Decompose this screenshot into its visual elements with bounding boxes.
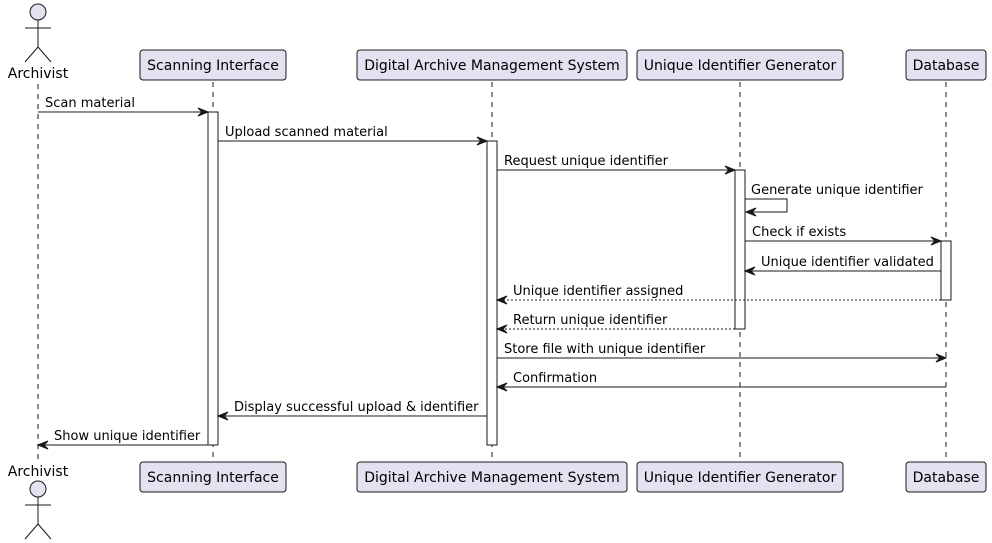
message-label: Display successful upload & identifier — [234, 400, 479, 415]
arrowhead-icon — [744, 207, 757, 217]
activation-bar-scanning — [207, 111, 219, 446]
message-arrow — [216, 411, 487, 421]
message-label: Confirmation — [513, 371, 597, 386]
actor-leg-icon — [24, 523, 39, 540]
participant-label-scanning: Scanning Interface — [147, 470, 279, 486]
participant-box-dams-top — [356, 49, 628, 81]
arrowhead-icon — [476, 136, 489, 146]
message-label: Request unique identifier — [504, 154, 669, 169]
arrowhead-icon — [724, 165, 737, 175]
actor-archivist-top — [24, 3, 52, 63]
participant-label-database: Database — [913, 470, 980, 486]
message-arrow — [495, 295, 941, 305]
message-label: Show unique identifier — [54, 429, 201, 444]
message-label: Check if exists — [752, 225, 846, 240]
message-arrow — [36, 440, 208, 450]
message-arrow — [745, 236, 943, 246]
participant-box-scanning-top — [139, 49, 287, 81]
arrowhead-icon — [36, 440, 49, 450]
activation-bar-uig — [734, 169, 746, 330]
activation-bar-database — [940, 240, 952, 301]
message-label: Unique identifier assigned — [513, 284, 683, 299]
message-arrow — [497, 353, 948, 363]
participant-label-archivist: Archivist — [8, 66, 69, 82]
message-arrow — [743, 266, 941, 276]
message-label: Return unique identifier — [513, 313, 668, 328]
arrowhead-icon — [495, 295, 508, 305]
arrowhead-icon — [935, 353, 948, 363]
message-label: Generate unique identifier — [751, 183, 924, 198]
actor-archivist-bottom — [24, 480, 52, 540]
arrowhead-icon — [216, 411, 229, 421]
participant-label-scanning: Scanning Interface — [147, 58, 279, 74]
actor-head-icon — [29, 3, 47, 21]
participant-box-dams-bottom — [356, 461, 628, 493]
arrowhead-icon — [495, 324, 508, 334]
participant-label-database: Database — [913, 58, 980, 74]
message-arrow — [497, 165, 737, 175]
participant-box-database-top — [905, 49, 987, 81]
arrowhead-icon — [930, 236, 943, 246]
arrowhead-icon — [197, 107, 210, 117]
message-arrow — [218, 136, 489, 146]
participant-label-archivist: Archivist — [8, 464, 69, 480]
message-arrow — [744, 198, 788, 217]
actor-leg-icon — [24, 46, 39, 63]
participant-label-uig: Unique Identifier Generator — [644, 58, 837, 74]
message-label: Unique identifier validated — [761, 255, 934, 270]
message-label: Store file with unique identifier — [504, 342, 706, 357]
participant-box-uig-bottom — [636, 461, 844, 493]
message-arrow — [495, 382, 946, 392]
participant-box-uig-top — [636, 49, 844, 81]
message-label: Scan material — [45, 96, 135, 111]
participant-label-uig: Unique Identifier Generator — [644, 470, 837, 486]
activation-bar-dams — [486, 140, 498, 446]
participant-label-dams: Digital Archive Management System — [364, 58, 620, 74]
message-arrow — [38, 107, 210, 117]
participant-label-dams: Digital Archive Management System — [364, 470, 620, 486]
participant-box-database-bottom — [905, 461, 987, 493]
actor-leg-icon — [37, 523, 52, 540]
arrowhead-icon — [743, 266, 756, 276]
actor-leg-icon — [37, 46, 52, 63]
actor-head-icon — [29, 480, 47, 498]
participant-box-scanning-bottom — [139, 461, 287, 493]
message-label: Upload scanned material — [225, 125, 388, 140]
message-arrow — [495, 324, 735, 334]
arrowhead-icon — [495, 382, 508, 392]
